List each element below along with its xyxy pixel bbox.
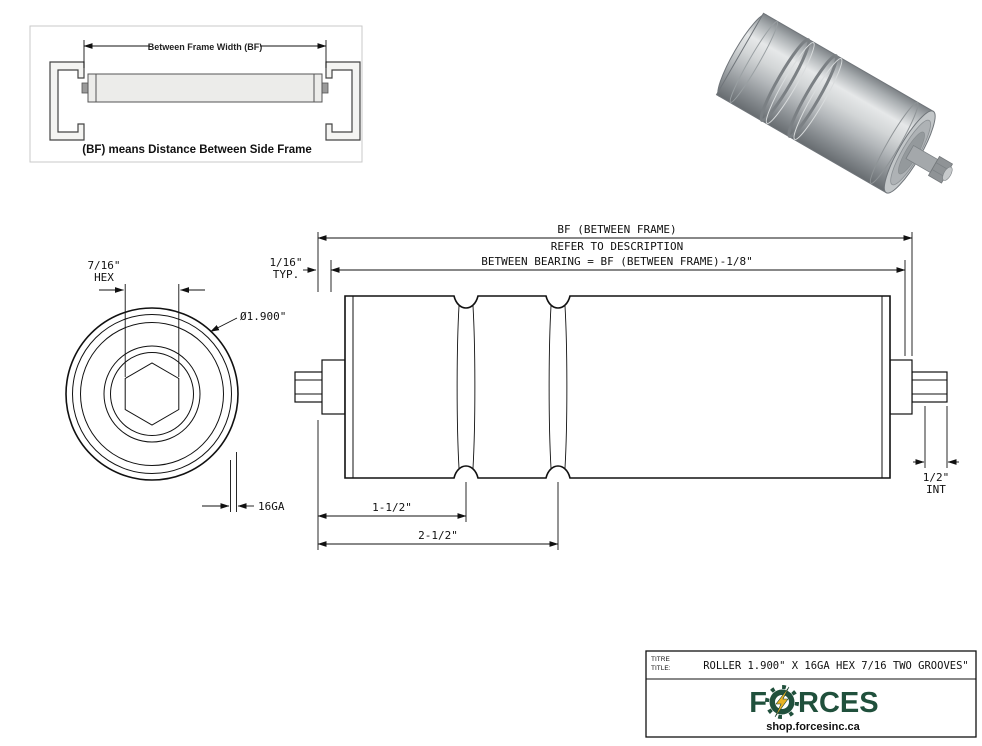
right-side-frame xyxy=(325,61,361,141)
right-hex-shaft xyxy=(911,371,948,403)
tube-body-outline xyxy=(344,295,891,479)
left-bearing-housing xyxy=(321,359,346,415)
gear-icon xyxy=(765,685,799,719)
groove1-dim-label: 1-1/2" xyxy=(372,501,412,514)
drawing-title: ROLLER 1.900" X 16GA HEX 7/16 TWO GROOVE… xyxy=(703,660,969,672)
leader-line xyxy=(210,317,238,332)
groove-circle xyxy=(80,322,224,466)
gauge-label: 16GA xyxy=(258,500,285,513)
groove-ring xyxy=(759,38,811,122)
brand-prefix: F xyxy=(749,687,767,719)
left-hex-shaft xyxy=(294,371,325,403)
inset-caption: (BF) means Distance Between Side Frame xyxy=(82,144,311,156)
title-block-border xyxy=(645,650,977,738)
bf-label-line1: BF (BETWEEN FRAME) xyxy=(557,223,676,236)
groove-wall xyxy=(548,305,552,469)
hex-word-label: HEX xyxy=(94,271,114,284)
int-word-label: INT xyxy=(926,483,946,496)
groove-wall xyxy=(456,305,460,469)
between-bearing-label: BETWEEN BEARING = BF (BETWEEN FRAME)-1/8… xyxy=(481,255,753,268)
cap-seam-ring xyxy=(729,21,779,103)
gear-teeth xyxy=(765,685,799,719)
right-bearing-housing xyxy=(889,359,913,415)
inset-roller-tube xyxy=(87,73,323,103)
brand-suffix: RCES xyxy=(798,687,879,719)
int-size-label: 1/2" xyxy=(923,471,950,484)
tube-outer-circle xyxy=(65,307,239,481)
hex-size-label: 7/16" xyxy=(87,259,120,272)
bf-explainer-inset: Between Frame Width (BF) (BF) means Dist… xyxy=(29,25,363,163)
cap-seam-ring xyxy=(869,102,919,184)
groove-highlight xyxy=(765,42,815,124)
diameter-label: Ø1.900" xyxy=(240,310,286,323)
title-label-fr: TITRE xyxy=(651,656,670,663)
bf-label-line2: REFER TO DESCRIPTION xyxy=(551,240,683,253)
groove-ring xyxy=(787,54,839,138)
groove-highlight xyxy=(793,58,843,140)
website-link[interactable]: shop.forcesinc.ca xyxy=(766,721,860,733)
left-side-frame xyxy=(49,61,85,141)
shaft-tip xyxy=(942,166,953,181)
hex-bore xyxy=(124,362,180,426)
groove-wall xyxy=(564,305,568,469)
title-block: TITRE TITLE: ROLLER 1.900" X 16GA HEX 7/… xyxy=(645,650,977,738)
roller-end-view: 7/16" HEX Ø1.900" 16GA xyxy=(65,259,286,513)
forces-logo: F RCES xyxy=(749,685,879,719)
roller-side-view xyxy=(294,295,948,479)
groove2-dim-label: 2-1/2" xyxy=(418,529,458,542)
bearing-outer-circle xyxy=(103,345,201,443)
tube-inner-circle xyxy=(72,314,232,474)
bearing-inner-circle xyxy=(110,352,194,436)
inset-dim-label: Between Frame Width (BF) xyxy=(148,42,262,52)
groove-wall xyxy=(472,305,476,469)
side-view-dimensions: BF (BETWEEN FRAME) REFER TO DESCRIPTION … xyxy=(269,223,959,550)
roller-product-photo xyxy=(715,12,954,194)
title-label-en: TITLE: xyxy=(651,665,671,672)
typ-word-label: TYP. xyxy=(273,268,300,281)
lightning-icon xyxy=(774,686,790,718)
typ-size-label: 1/16" xyxy=(269,256,302,269)
